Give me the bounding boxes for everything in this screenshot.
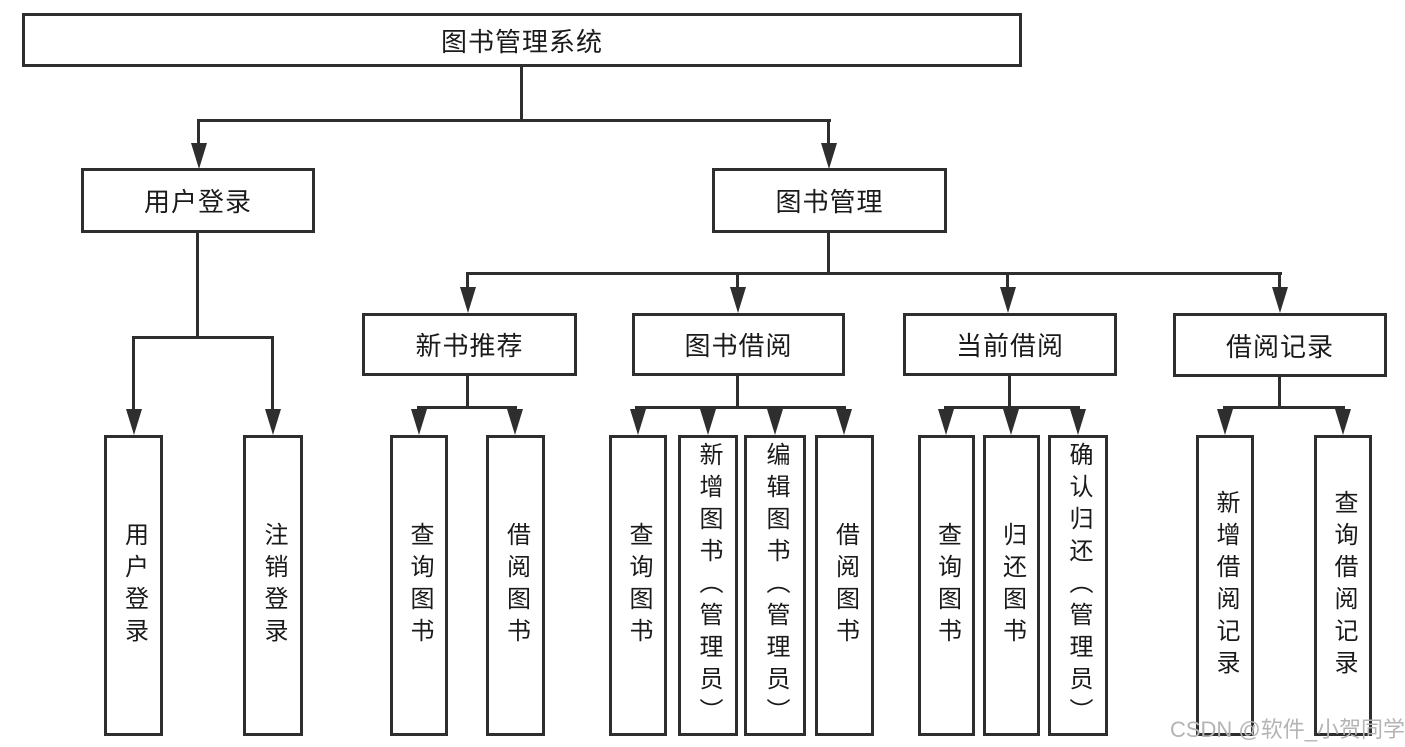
node-book-management: 图书管理 <box>712 168 947 233</box>
leaf-label: 注销登录 <box>260 521 287 650</box>
node-label: 图书管理系统 <box>440 26 603 57</box>
arrow-down-icon <box>630 409 646 435</box>
leaf-label: 新增借阅记录 <box>1212 489 1239 682</box>
connector-line <box>827 119 830 149</box>
leaf-add-borrow-record: 新增借阅记录 <box>1196 435 1254 736</box>
connector-line <box>1006 272 1009 290</box>
connector-line <box>466 272 1282 275</box>
leaf-label: 查询借阅记录 <box>1330 489 1357 682</box>
arrow-down-icon <box>1070 409 1086 435</box>
leaf-query-books-borrow: 查询图书 <box>609 435 667 736</box>
leaf-label: 新增图书（管理员） <box>695 441 722 730</box>
connector-line <box>132 336 274 339</box>
arrow-down-icon <box>265 409 281 435</box>
node-current-borrow: 当前借阅 <box>903 313 1117 376</box>
leaf-borrow-books-recommend: 借阅图书 <box>486 435 545 736</box>
leaf-label: 归还图书 <box>998 521 1026 650</box>
connector-line <box>1278 272 1281 290</box>
connector-line <box>196 233 199 336</box>
leaf-edit-books-admin: 编辑图书（管理员） <box>744 435 806 736</box>
watermark: CSDN @软件_小贺同学 <box>1169 717 1405 742</box>
node-borrow-records: 借阅记录 <box>1173 313 1387 377</box>
node-label: 新书推荐 <box>415 331 524 361</box>
connector-line <box>1008 376 1011 409</box>
node-system-root: 图书管理系统 <box>22 13 1022 67</box>
leaf-label: 查询图书 <box>625 521 652 650</box>
leaf-logout: 注销登录 <box>243 435 303 736</box>
leaf-query-borrow-record: 查询借阅记录 <box>1314 435 1372 736</box>
node-label: 图书借阅 <box>684 331 793 361</box>
leaf-return-books: 归还图书 <box>983 435 1040 736</box>
connector-line <box>827 233 830 275</box>
connector-line <box>466 272 469 290</box>
arrow-down-icon <box>191 143 207 169</box>
connector-line <box>635 406 846 409</box>
leaf-label: 借阅图书 <box>502 521 530 650</box>
connector-line <box>944 406 1080 409</box>
node-book-borrow: 图书借阅 <box>632 313 845 376</box>
leaf-user-login: 用户登录 <box>104 435 163 736</box>
arrow-down-icon <box>767 409 783 435</box>
connector-line <box>520 67 523 121</box>
arrow-down-icon <box>1000 287 1016 313</box>
leaf-label: 查询图书 <box>933 521 961 650</box>
node-new-book-recommend: 新书推荐 <box>362 313 577 376</box>
arrow-down-icon <box>938 409 954 435</box>
arrow-down-icon <box>836 409 852 435</box>
leaf-label: 确认归还（管理员） <box>1065 441 1092 730</box>
leaf-add-books-admin: 新增图书（管理员） <box>678 435 738 736</box>
leaf-confirm-return-admin: 确认归还（管理员） <box>1048 435 1108 736</box>
connector-line <box>132 336 135 410</box>
leaf-label: 查询图书 <box>406 521 433 650</box>
connector-line <box>271 336 274 410</box>
arrow-down-icon <box>821 143 837 169</box>
arrow-down-icon <box>126 409 142 435</box>
arrow-down-icon <box>460 287 476 313</box>
node-label: 当前借阅 <box>955 331 1064 361</box>
arrow-down-icon <box>1335 409 1351 435</box>
connector-line <box>1223 406 1345 409</box>
connector-line <box>466 376 469 409</box>
arrow-down-icon <box>507 409 523 435</box>
connector-line <box>1278 377 1281 409</box>
arrow-down-icon <box>1003 409 1019 435</box>
leaf-query-books-recommend: 查询图书 <box>390 435 448 736</box>
node-user-login: 用户登录 <box>81 168 315 233</box>
leaf-borrow-books: 借阅图书 <box>815 435 874 736</box>
arrow-down-icon <box>1272 287 1288 313</box>
node-label: 图书管理 <box>775 187 884 217</box>
connector-line <box>417 406 517 409</box>
connector-line <box>197 119 831 122</box>
arrow-down-icon <box>730 287 746 313</box>
connector-line <box>197 119 200 149</box>
arrow-down-icon <box>700 409 716 435</box>
connector-line <box>736 272 739 290</box>
arrow-down-icon <box>1217 409 1233 435</box>
leaf-label: 用户登录 <box>120 521 148 650</box>
arrow-down-icon <box>411 409 427 435</box>
leaf-label: 借阅图书 <box>831 521 859 650</box>
leaf-query-books-current: 查询图书 <box>918 435 975 736</box>
leaf-label: 编辑图书（管理员） <box>762 441 789 730</box>
node-label: 借阅记录 <box>1225 331 1334 362</box>
connector-line <box>736 376 739 409</box>
node-label: 用户登录 <box>143 187 252 217</box>
